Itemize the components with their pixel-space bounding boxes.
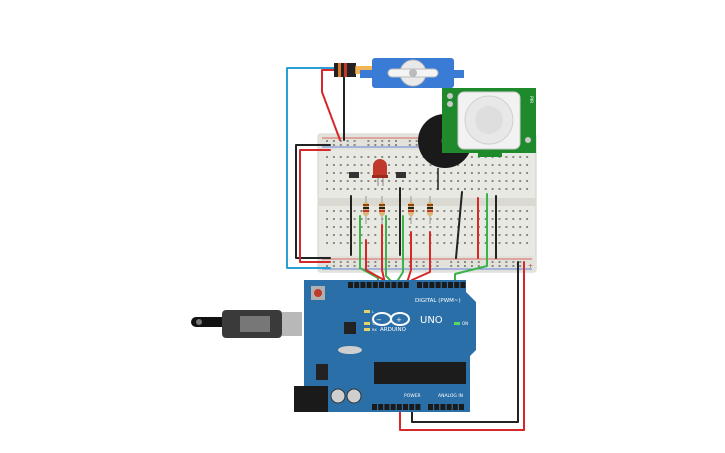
pir-label: PIR <box>528 96 534 103</box>
rail-plus-label-bottom: + <box>528 263 533 270</box>
svg-text:−: − <box>376 316 382 324</box>
resistor-1[interactable] <box>363 196 369 224</box>
capacitor-1 <box>330 388 346 404</box>
on-led <box>454 322 460 325</box>
jumper-black-3[interactable] <box>455 191 463 259</box>
pir-sensor[interactable]: PIR <box>442 88 536 157</box>
red-led[interactable] <box>372 159 388 186</box>
tilt-switch-2[interactable] <box>396 172 406 178</box>
breadboard-holes <box>326 140 529 267</box>
brand-text: ARDUINO <box>380 327 407 333</box>
power-label: POWER <box>404 393 421 399</box>
wire-blue[interactable] <box>286 67 341 269</box>
led-tx <box>364 322 370 325</box>
arduino-uno[interactable]: DIGITAL (PWM~) − + ARDUINO UNO ON L TX R… <box>294 280 476 412</box>
resistors[interactable] <box>363 196 433 224</box>
resistor-2[interactable] <box>379 196 385 224</box>
atmega-chip <box>374 362 466 384</box>
led-rx <box>364 328 370 331</box>
analog-label: ANALOG IN <box>438 393 463 399</box>
model-text: UNO <box>420 315 443 326</box>
power-analog-headers <box>372 404 464 410</box>
wire-red-servo[interactable] <box>321 69 341 141</box>
resistor-3[interactable] <box>408 196 414 224</box>
power-jack[interactable] <box>294 386 328 412</box>
digital-label: DIGITAL (PWM~) <box>415 298 461 304</box>
micro-servo[interactable] <box>334 58 464 88</box>
on-label: ON <box>462 321 468 326</box>
resistor-4[interactable] <box>427 196 433 224</box>
wire-black-left[interactable] <box>295 144 331 259</box>
digital-headers <box>348 282 466 288</box>
svg-text:+: + <box>396 316 402 324</box>
led-l <box>364 310 370 313</box>
led-l-label: L <box>372 310 374 314</box>
tilt-switch-1[interactable] <box>349 172 359 178</box>
arduino-logo: − + <box>372 312 410 326</box>
capacitor-2 <box>346 388 362 404</box>
usb-chip <box>344 322 356 334</box>
regulator <box>316 364 328 380</box>
wire-red-power[interactable] <box>399 261 525 431</box>
wire-red-left[interactable] <box>299 149 331 263</box>
led-rx-label: RX <box>372 328 377 332</box>
crystal <box>338 346 362 354</box>
wire-black-power[interactable] <box>411 261 519 423</box>
usb-cable[interactable] <box>191 310 302 338</box>
led-tx-label: TX <box>371 322 377 326</box>
